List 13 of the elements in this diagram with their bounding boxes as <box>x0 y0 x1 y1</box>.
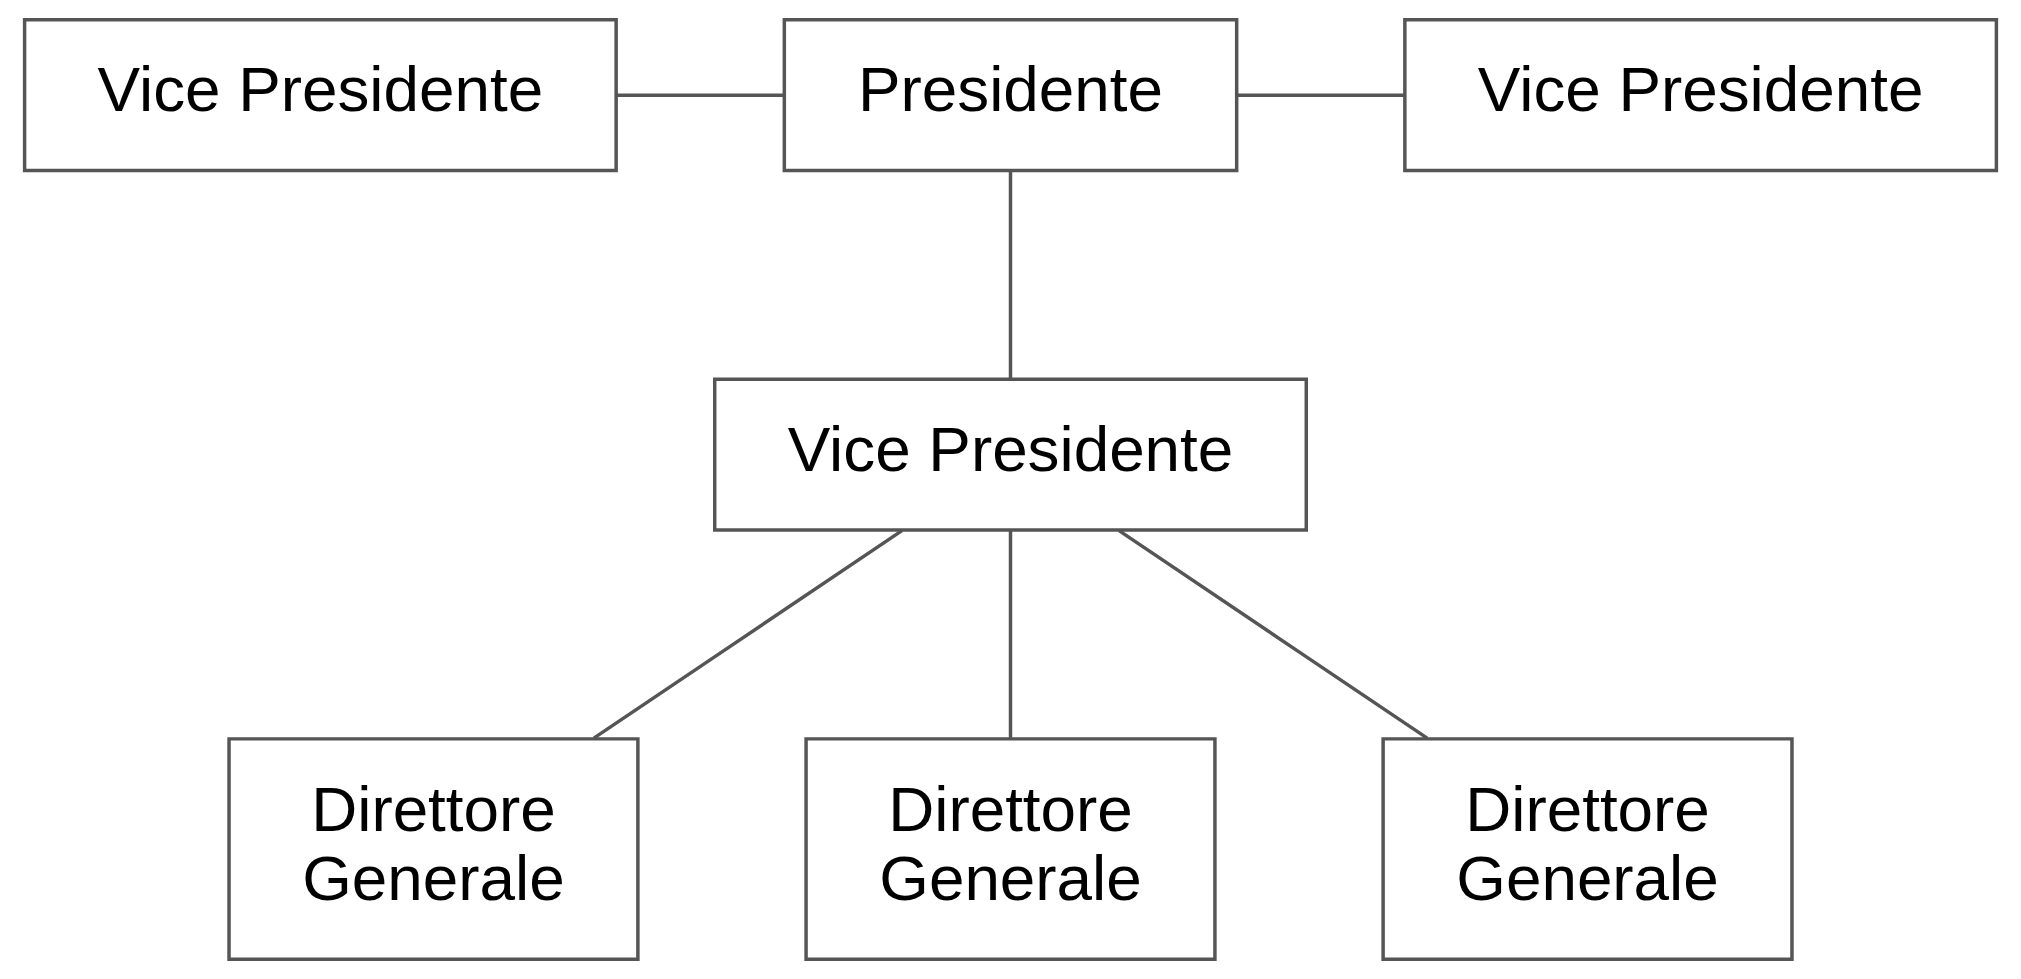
node-box: Presidente <box>782 18 1239 173</box>
node-box: Direttore Generale <box>1381 737 1794 961</box>
node-box: Vice Presidente <box>22 18 618 173</box>
connector <box>592 529 903 740</box>
node-box: Vice Presidente <box>713 377 1308 532</box>
connector <box>1008 171 1013 379</box>
node-box: Direttore Generale <box>804 737 1217 961</box>
connector <box>1008 530 1013 739</box>
node-box: Vice Presidente <box>1403 18 1999 173</box>
connector <box>1236 93 1405 97</box>
connector <box>1118 529 1429 740</box>
node-box: Direttore Generale <box>227 737 640 961</box>
connector <box>616 93 784 97</box>
